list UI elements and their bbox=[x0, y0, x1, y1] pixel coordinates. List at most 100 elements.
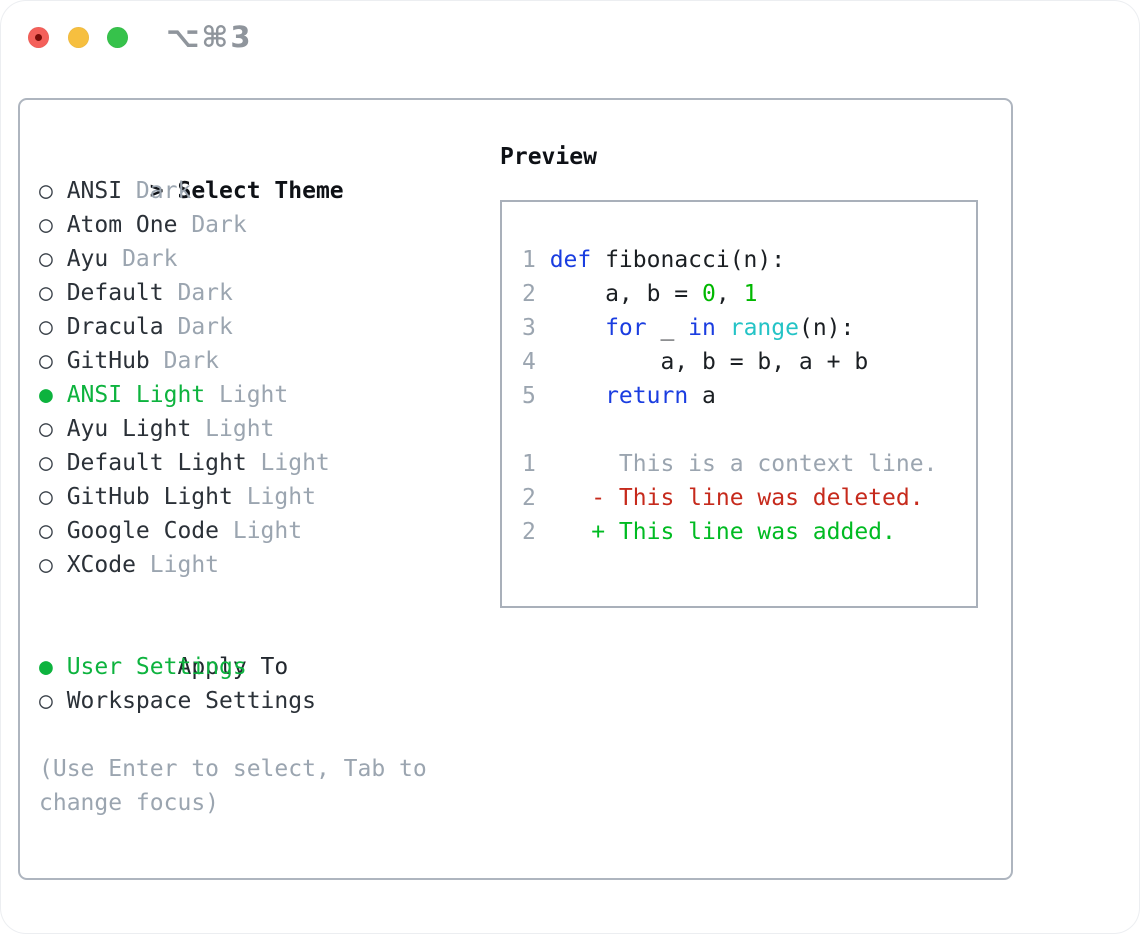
close-button[interactable] bbox=[28, 27, 49, 48]
code-line: 4 a, b = b, a + b bbox=[522, 345, 976, 379]
theme-variant-badge: Light bbox=[205, 416, 275, 442]
theme-variant-badge: Dark bbox=[135, 178, 192, 204]
code-line: 5 return a bbox=[522, 379, 976, 413]
code-line: 2 - This line was deleted. bbox=[522, 481, 976, 515]
radio-icon: ○ bbox=[39, 348, 53, 374]
theme-variant-badge: Dark bbox=[122, 246, 178, 272]
radio-icon: ○ bbox=[39, 552, 53, 578]
spacer bbox=[39, 718, 427, 752]
radio-icon: ○ bbox=[39, 212, 53, 238]
theme-option-xcode-light[interactable]: ○ XCode Light bbox=[39, 548, 427, 582]
apply-option-label: Workspace Settings bbox=[66, 688, 316, 714]
theme-option-dracula-dark[interactable]: ○ Dracula Dark bbox=[39, 310, 427, 344]
code-token bbox=[550, 315, 605, 341]
select-theme-title: Select Theme bbox=[177, 178, 344, 204]
code-token: def bbox=[549, 247, 592, 273]
code-line: 3 for _ in range(n): bbox=[522, 311, 976, 345]
theme-variant-badge: Light bbox=[260, 450, 330, 476]
radio-icon: ○ bbox=[39, 246, 53, 272]
code-line: 1 This is a context line. bbox=[522, 447, 976, 481]
code-token: 1 bbox=[743, 281, 758, 307]
line-number: 2 bbox=[522, 485, 536, 511]
theme-list-header: > Select Theme bbox=[39, 140, 427, 204]
radio-selected-icon: ● bbox=[39, 382, 53, 408]
theme-name: GitHub Light bbox=[66, 484, 233, 510]
code-token: range bbox=[729, 315, 799, 341]
apply-option-user-settings[interactable]: ● User Settings bbox=[39, 650, 427, 684]
apply-option-workspace-settings[interactable]: ○Workspace Settings bbox=[39, 684, 427, 718]
hint-line-1: (Use Enter to select, Tab to bbox=[39, 756, 427, 782]
theme-variant-badge: Dark bbox=[163, 348, 220, 374]
code-token: in bbox=[688, 315, 716, 341]
theme-name: ANSI bbox=[66, 178, 123, 204]
theme-variant-badge: Light bbox=[149, 552, 220, 578]
radio-icon: ○ bbox=[39, 450, 53, 476]
close-dot-icon bbox=[35, 34, 42, 41]
theme-name: Google Code bbox=[66, 518, 220, 544]
radio-selected-icon: ● bbox=[39, 654, 53, 680]
code-token: a, b = b, a + b bbox=[549, 349, 869, 375]
apply-to-title: Apply To bbox=[177, 654, 289, 680]
theme-name: Default bbox=[66, 280, 164, 306]
theme-variant-badge: Dark bbox=[177, 280, 233, 306]
code-token bbox=[716, 315, 730, 341]
code-token: - This line was deleted. bbox=[549, 485, 924, 511]
theme-option-github-dark[interactable]: ○ GitHub Dark bbox=[39, 344, 427, 378]
code-token: , bbox=[715, 281, 744, 307]
zoom-button[interactable] bbox=[107, 27, 128, 48]
radio-icon: ○ bbox=[39, 280, 53, 306]
line-number: 3 bbox=[522, 315, 536, 341]
hint-line-2: change focus) bbox=[39, 790, 220, 816]
theme-name: Default Light bbox=[66, 450, 247, 476]
radio-icon: ○ bbox=[39, 416, 53, 442]
code-token bbox=[550, 383, 605, 409]
line-number: 5 bbox=[522, 383, 536, 409]
theme-name: Dracula bbox=[66, 314, 164, 340]
theme-name: XCode bbox=[66, 552, 136, 578]
code-line: 2 + This line was added. bbox=[522, 515, 976, 549]
theme-name: GitHub bbox=[66, 348, 150, 374]
code-token: 0 bbox=[702, 281, 716, 307]
line-number: 1 bbox=[522, 247, 536, 273]
radio-icon: ○ bbox=[39, 518, 53, 544]
line-number: 1 bbox=[522, 451, 536, 477]
code-blank-line bbox=[522, 413, 976, 447]
theme-option-google-code-light[interactable]: ○ Google Code Light bbox=[39, 514, 427, 548]
theme-variant-badge: Light bbox=[232, 518, 303, 544]
theme-name: Atom One bbox=[66, 212, 178, 238]
apply-to-header: Apply To bbox=[39, 616, 427, 680]
code-line: 2 a, b = 0, 1 bbox=[522, 277, 976, 311]
theme-option-atom-one-dark[interactable]: ○ Atom One Dark bbox=[39, 208, 427, 242]
theme-variant-badge: Dark bbox=[177, 314, 233, 340]
window-title-shortcut: ⌥⌘3 bbox=[166, 20, 253, 54]
theme-variant-badge: Dark bbox=[191, 212, 247, 238]
preview-title: Preview bbox=[500, 144, 597, 170]
line-number: 4 bbox=[522, 349, 536, 375]
code-token: This is a context line. bbox=[549, 451, 938, 477]
radio-icon: ○ bbox=[39, 178, 53, 204]
radio-icon: ○ bbox=[39, 314, 53, 340]
theme-name: ANSI Light bbox=[66, 382, 206, 408]
code-token: a bbox=[688, 383, 716, 409]
code-token: return bbox=[605, 383, 689, 409]
theme-option-default-dark[interactable]: ○ Default Dark bbox=[39, 276, 427, 310]
code-token: + This line was added. bbox=[549, 519, 896, 545]
code-token: _ bbox=[646, 315, 689, 341]
theme-option-ansi-dark[interactable]: ○ ANSI Dark bbox=[39, 174, 427, 208]
code-token: for bbox=[605, 315, 647, 341]
apply-option-label: User Settings bbox=[66, 654, 247, 680]
theme-option-default-light-light[interactable]: ○ Default Light Light bbox=[39, 446, 427, 480]
titlebar: ⌥⌘3 bbox=[0, 0, 1140, 76]
radio-icon: ○ bbox=[39, 484, 53, 510]
minimize-button[interactable] bbox=[68, 27, 89, 48]
line-number: 2 bbox=[522, 281, 536, 307]
cursor-icon: > bbox=[149, 178, 164, 204]
